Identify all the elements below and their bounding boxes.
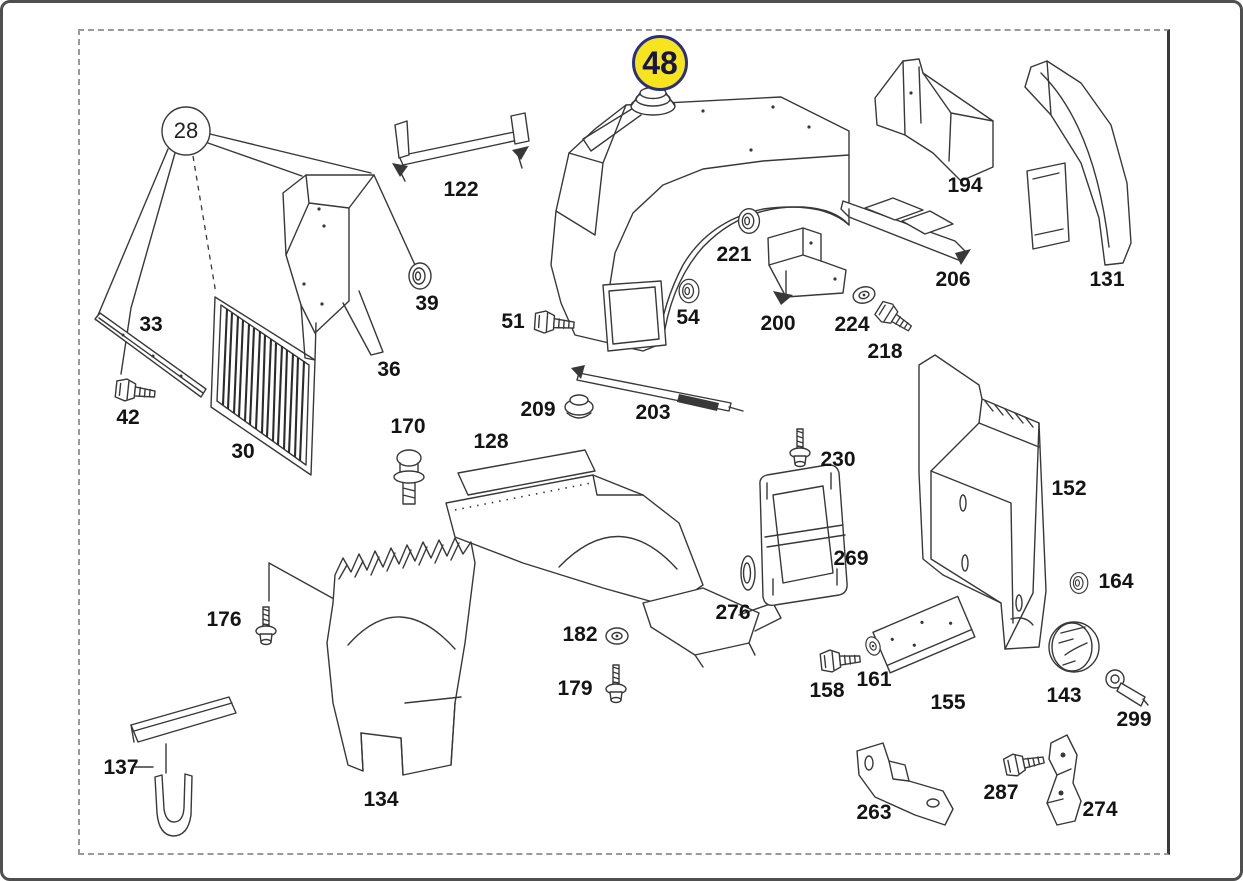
part-label-224[interactable]: 224 (834, 313, 870, 336)
highlight-badge-48[interactable]: 48 (632, 35, 688, 91)
part-200-drawing (767, 227, 847, 305)
part-label-155[interactable]: 155 (930, 691, 966, 714)
part-label-200[interactable]: 200 (760, 312, 796, 335)
part-274-drawing (1046, 734, 1082, 826)
part-label-122[interactable]: 122 (443, 178, 479, 201)
part-label-274[interactable]: 274 (1082, 798, 1118, 821)
part-155-drawing (872, 595, 976, 674)
part-label-158[interactable]: 158 (809, 679, 845, 702)
part-label-128[interactable]: 128 (473, 430, 509, 453)
part-194-drawing (874, 58, 994, 182)
part-143-drawing (1048, 621, 1100, 673)
part-263-drawing (856, 742, 954, 826)
part-label-54[interactable]: 54 (676, 306, 700, 329)
part-label-176[interactable]: 176 (206, 608, 242, 631)
diagram-frame (78, 29, 1170, 855)
part-39-drawing (408, 262, 432, 290)
callout-28-circle[interactable] (161, 106, 211, 156)
part-203-drawing (571, 365, 744, 412)
part-51-drawing (533, 309, 576, 336)
part-label-143[interactable]: 143 (1046, 684, 1082, 707)
part-label-42[interactable]: 42 (116, 406, 140, 429)
callout-28-leader-lines (95, 133, 416, 375)
part-122-drawing (392, 112, 530, 182)
part-176-leader-line (268, 562, 335, 602)
part-label-134[interactable]: 134 (363, 788, 399, 811)
part-299-drawing (1105, 669, 1149, 707)
part-label-263[interactable]: 263 (856, 801, 892, 824)
part-182-drawing (605, 627, 629, 645)
part-152-drawing (918, 354, 1047, 650)
part-170-drawing (393, 449, 425, 505)
part-label-152[interactable]: 152 (1051, 477, 1087, 500)
part-287-drawing (1002, 747, 1047, 779)
part-42-drawing (114, 377, 157, 405)
part-label-276[interactable]: 276 (715, 601, 751, 624)
part-36-drawing (282, 174, 384, 361)
parts-line-art (94, 58, 1149, 837)
part-label-203[interactable]: 203 (635, 401, 671, 424)
part-221-drawing (737, 207, 761, 235)
part-131-drawing (1024, 60, 1132, 266)
callout-28-label[interactable]: 28 (173, 118, 199, 143)
part-206-drawing (840, 197, 971, 265)
part-128-drawing (445, 449, 782, 668)
part-137-drawing (130, 696, 237, 837)
part-48-liner-drawing (550, 86, 850, 352)
part-label-164[interactable]: 164 (1098, 570, 1134, 593)
part-179-drawing (605, 664, 627, 704)
part-164-drawing (1069, 572, 1089, 594)
part-176-drawing (255, 606, 277, 646)
part-label-209[interactable]: 209 (520, 398, 556, 421)
part-label-218[interactable]: 218 (867, 340, 903, 363)
part-218-drawing (872, 298, 917, 338)
part-276-drawing (740, 555, 756, 591)
part-134-drawing (326, 537, 476, 776)
part-label-221[interactable]: 221 (716, 243, 752, 266)
part-224-drawing (850, 283, 878, 307)
part-label-30[interactable]: 30 (231, 440, 255, 463)
part-label-194[interactable]: 194 (947, 174, 983, 197)
part-158-drawing (819, 646, 862, 674)
part-label-269[interactable]: 269 (833, 547, 869, 570)
part-209-drawing (564, 394, 594, 419)
part-label-170[interactable]: 170 (390, 415, 426, 438)
part-label-179[interactable]: 179 (557, 677, 593, 700)
part-label-230[interactable]: 230 (820, 448, 856, 471)
part-label-39[interactable]: 39 (415, 292, 439, 315)
part-label-51[interactable]: 51 (501, 310, 525, 333)
part-label-33[interactable]: 33 (139, 313, 163, 336)
part-30-drawing (210, 296, 316, 476)
part-label-287[interactable]: 287 (983, 781, 1019, 804)
part-label-299[interactable]: 299 (1116, 708, 1152, 731)
part-label-182[interactable]: 182 (562, 623, 598, 646)
part-label-137[interactable]: 137 (103, 756, 139, 779)
part-269-drawing (759, 464, 848, 607)
part-33-drawing (94, 312, 207, 398)
part-label-36[interactable]: 36 (377, 358, 401, 381)
part-54-drawing (678, 278, 700, 304)
part-label-206[interactable]: 206 (935, 268, 971, 291)
part-label-161[interactable]: 161 (856, 668, 892, 691)
part-label-131[interactable]: 131 (1089, 268, 1125, 291)
part-230-drawing (789, 428, 811, 468)
